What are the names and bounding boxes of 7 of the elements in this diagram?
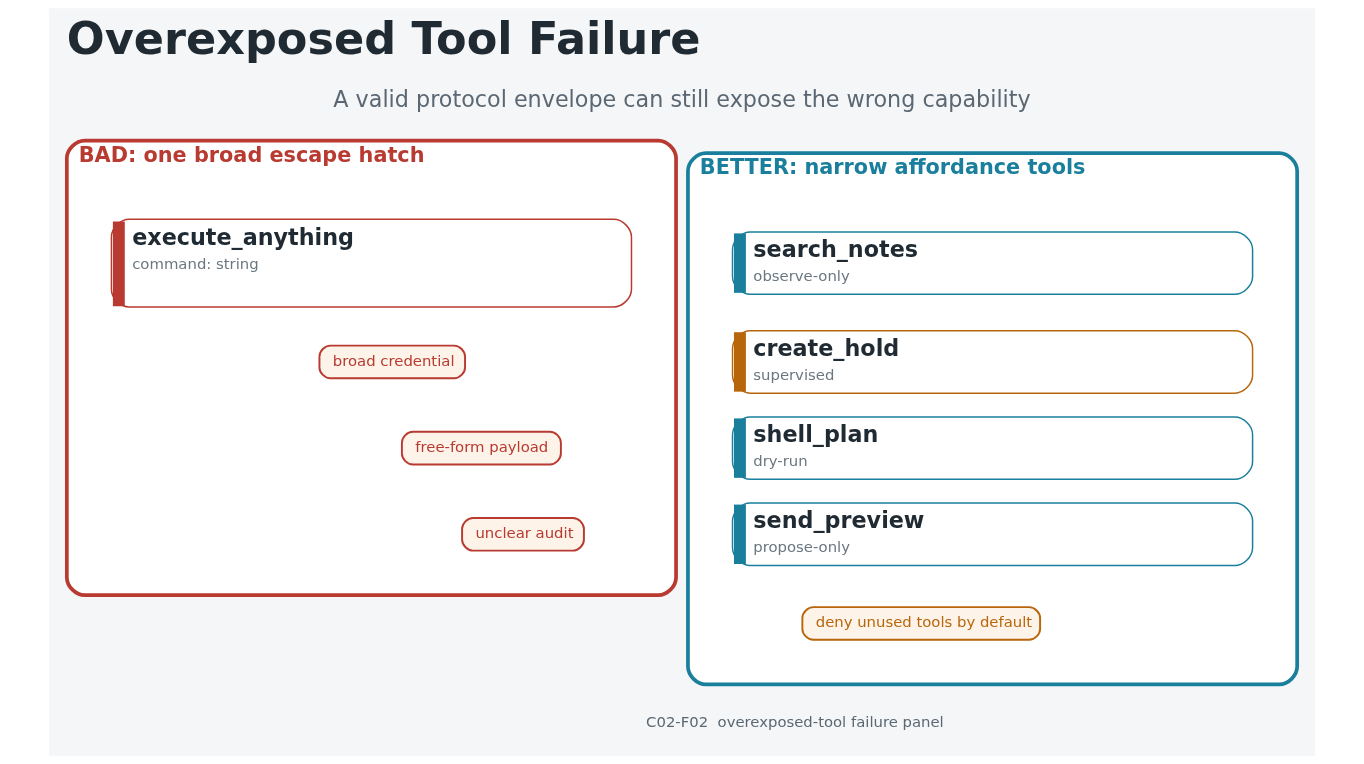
node-box: deny unused tools by default bbox=[801, 606, 1042, 641]
node-box: unclear audit bbox=[461, 517, 585, 552]
node-box: broad credential bbox=[318, 344, 467, 380]
diagram-title: Overexposed Tool Failure bbox=[66, 13, 701, 66]
node-box: free-form payload bbox=[400, 430, 562, 466]
label: C02-F02 overexposed-tool failure panel bbox=[646, 712, 944, 731]
label: A valid protocol envelope can still expose the wrong capability bbox=[333, 86, 1031, 113]
